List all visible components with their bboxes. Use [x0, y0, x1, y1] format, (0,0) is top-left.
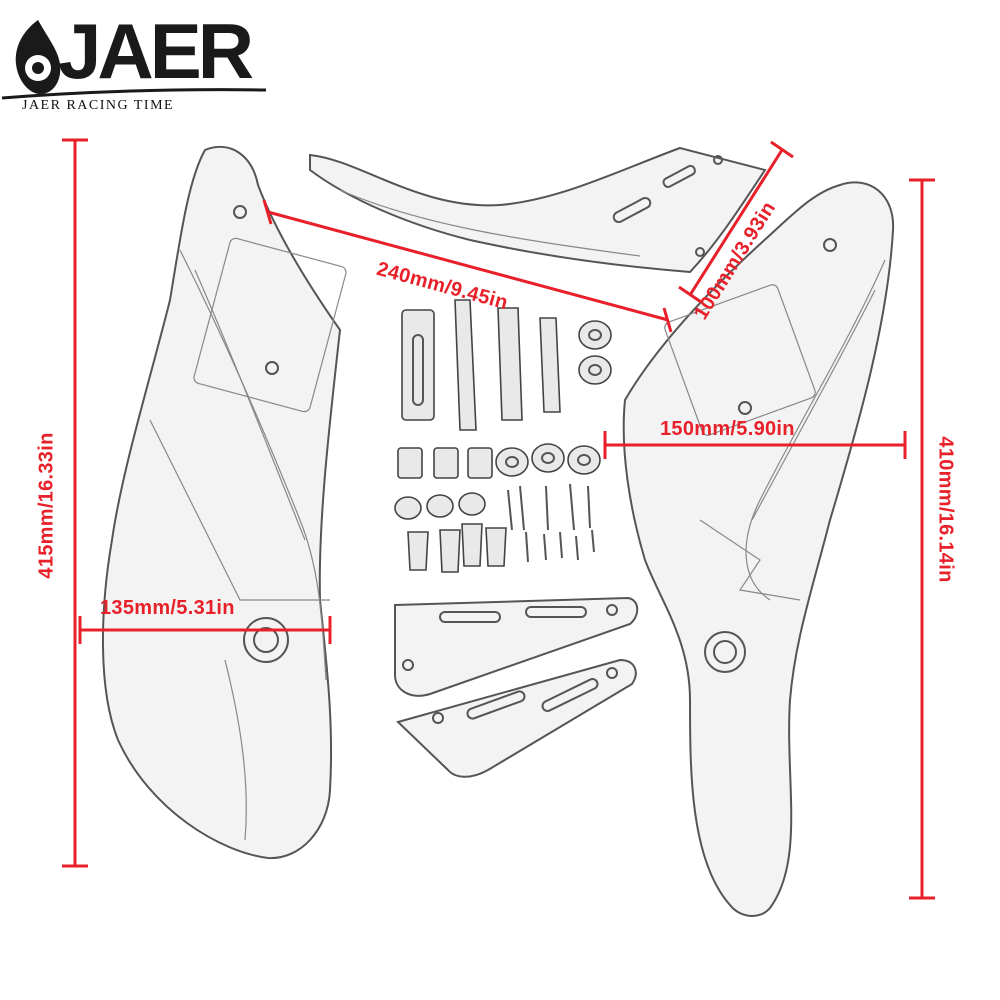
logo-swoosh [1, 88, 267, 100]
right-width-label: 150mm/5.90in [660, 418, 795, 440]
mounting-plates [394, 596, 639, 778]
left-width-label: 135mm/5.31in [100, 597, 235, 619]
clips-and-washers [394, 447, 493, 520]
well-nuts [407, 523, 507, 573]
dimension-lines [62, 138, 935, 900]
logo-wordmark: JAER [58, 7, 254, 95]
right-height-label: 410mm/16.14in [934, 436, 957, 583]
logo-tagline: JAER RACING TIME [22, 98, 175, 113]
top-bracket [309, 146, 767, 274]
left-side-panel [101, 145, 347, 860]
rider-helmet-icon [15, 20, 61, 94]
screws [507, 483, 595, 563]
spacers [495, 320, 612, 477]
mounting-brackets [401, 299, 561, 431]
left-height-label: 415mm/16.33in [35, 432, 58, 579]
right-side-panel [622, 181, 895, 917]
